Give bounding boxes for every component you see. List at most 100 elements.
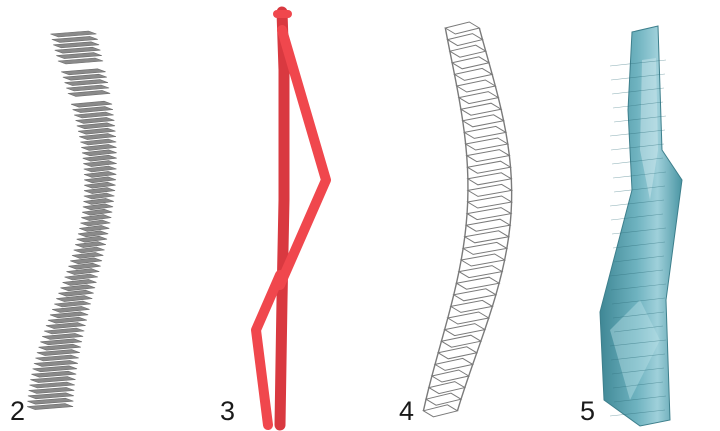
- floor-frame: [426, 393, 461, 405]
- floor-plate: [29, 387, 75, 393]
- floor-plate: [61, 69, 105, 75]
- floor-plate: [78, 128, 115, 134]
- floor-plate: [84, 177, 116, 183]
- floor-plate: [83, 155, 117, 161]
- floor-plate: [31, 371, 76, 377]
- floor-plate: [73, 107, 113, 113]
- floor-plate: [34, 360, 78, 366]
- floor-plate: [65, 274, 98, 280]
- floor-plate: [74, 112, 114, 118]
- floor-plate: [44, 328, 84, 334]
- floor-frame: [423, 405, 457, 417]
- panel-wireframe: 4: [390, 0, 550, 431]
- diagrid-illustration: [210, 0, 360, 431]
- floor-plate: [63, 279, 97, 285]
- step-number-3: 3: [220, 398, 235, 425]
- floor-frame: [466, 138, 508, 150]
- floor-frame: [454, 289, 496, 301]
- floor-frame: [461, 103, 501, 115]
- floor-plate: [83, 204, 113, 210]
- floor-plate: [56, 296, 92, 302]
- floor-plate: [84, 188, 115, 194]
- wireframe-right-edge: [457, 28, 511, 411]
- floor-plate: [40, 339, 82, 345]
- floor-plate: [75, 242, 106, 248]
- floor-plate: [66, 85, 109, 91]
- floor-plate: [77, 236, 107, 242]
- panel-diagrid: 3: [210, 0, 360, 431]
- floor-frame: [451, 300, 493, 312]
- floor-plate: [56, 53, 101, 59]
- floor-frame: [466, 219, 510, 231]
- floor-frame: [465, 231, 509, 243]
- floor-plate: [30, 377, 75, 383]
- floor-plate: [42, 333, 83, 339]
- diagrid-core-column: [280, 12, 284, 425]
- floor-plate: [84, 166, 117, 172]
- floor-frame: [450, 45, 486, 57]
- floor-frame: [459, 266, 502, 278]
- floor-plate: [84, 182, 115, 188]
- floor-frame: [463, 242, 507, 254]
- floor-plate: [46, 323, 86, 329]
- floor-plate: [84, 171, 116, 177]
- floor-plate: [68, 263, 100, 269]
- floor-plate: [53, 42, 99, 48]
- floor-plate: [72, 252, 103, 258]
- floor-plate: [58, 290, 93, 296]
- floor-plate: [37, 350, 80, 356]
- floor-plate: [82, 209, 112, 215]
- floor-frame: [445, 22, 479, 34]
- floor-plate: [65, 80, 108, 86]
- floor-plate: [50, 312, 88, 318]
- floor-plate: [79, 225, 109, 231]
- floor-plate: [39, 344, 81, 350]
- floor-plate: [60, 285, 95, 291]
- floor-plates-illustration: [0, 0, 170, 431]
- floor-frame: [457, 80, 496, 92]
- floor-frame: [468, 173, 511, 185]
- floor-plate: [28, 393, 74, 399]
- floor-plate: [58, 58, 103, 64]
- floor-frame: [441, 335, 480, 347]
- floor-plate: [82, 150, 117, 156]
- panel-glass-facade: 5: [570, 0, 720, 431]
- floor-frame: [448, 34, 483, 46]
- step-number-5: 5: [580, 398, 595, 425]
- floor-plate: [27, 404, 73, 410]
- panel-floor-plates: 2: [0, 0, 170, 431]
- floor-frame: [468, 184, 512, 196]
- floor-plate: [80, 220, 110, 226]
- floor-frame: [445, 324, 485, 336]
- floor-plate: [55, 47, 101, 53]
- floor-plate: [77, 123, 115, 129]
- floor-plate: [83, 161, 116, 167]
- floor-plate: [29, 382, 74, 388]
- wireframe-illustration: [390, 0, 550, 431]
- floor-plate: [52, 36, 98, 42]
- floor-frame: [467, 208, 511, 220]
- floor-plate: [75, 117, 114, 123]
- step-number-4: 4: [399, 398, 414, 425]
- floor-plate: [79, 134, 116, 140]
- floor-frame: [468, 196, 512, 208]
- floor-frame: [463, 115, 504, 127]
- floor-plate: [84, 193, 115, 199]
- floor-frame: [459, 92, 498, 104]
- floor-frame: [438, 347, 477, 359]
- floor-frame: [448, 312, 489, 324]
- floor-plate: [27, 398, 73, 404]
- floor-plate: [74, 247, 105, 253]
- floor-plate: [33, 366, 77, 372]
- floor-frame: [464, 126, 506, 138]
- floor-plate: [35, 355, 78, 361]
- step-number-2: 2: [10, 398, 25, 425]
- floor-plate: [54, 301, 91, 307]
- floor-plate: [80, 139, 116, 145]
- floor-plate: [52, 306, 89, 312]
- floor-plate: [50, 31, 96, 37]
- floor-frame: [454, 68, 492, 80]
- floor-plate: [48, 317, 87, 323]
- floor-frame: [461, 254, 504, 266]
